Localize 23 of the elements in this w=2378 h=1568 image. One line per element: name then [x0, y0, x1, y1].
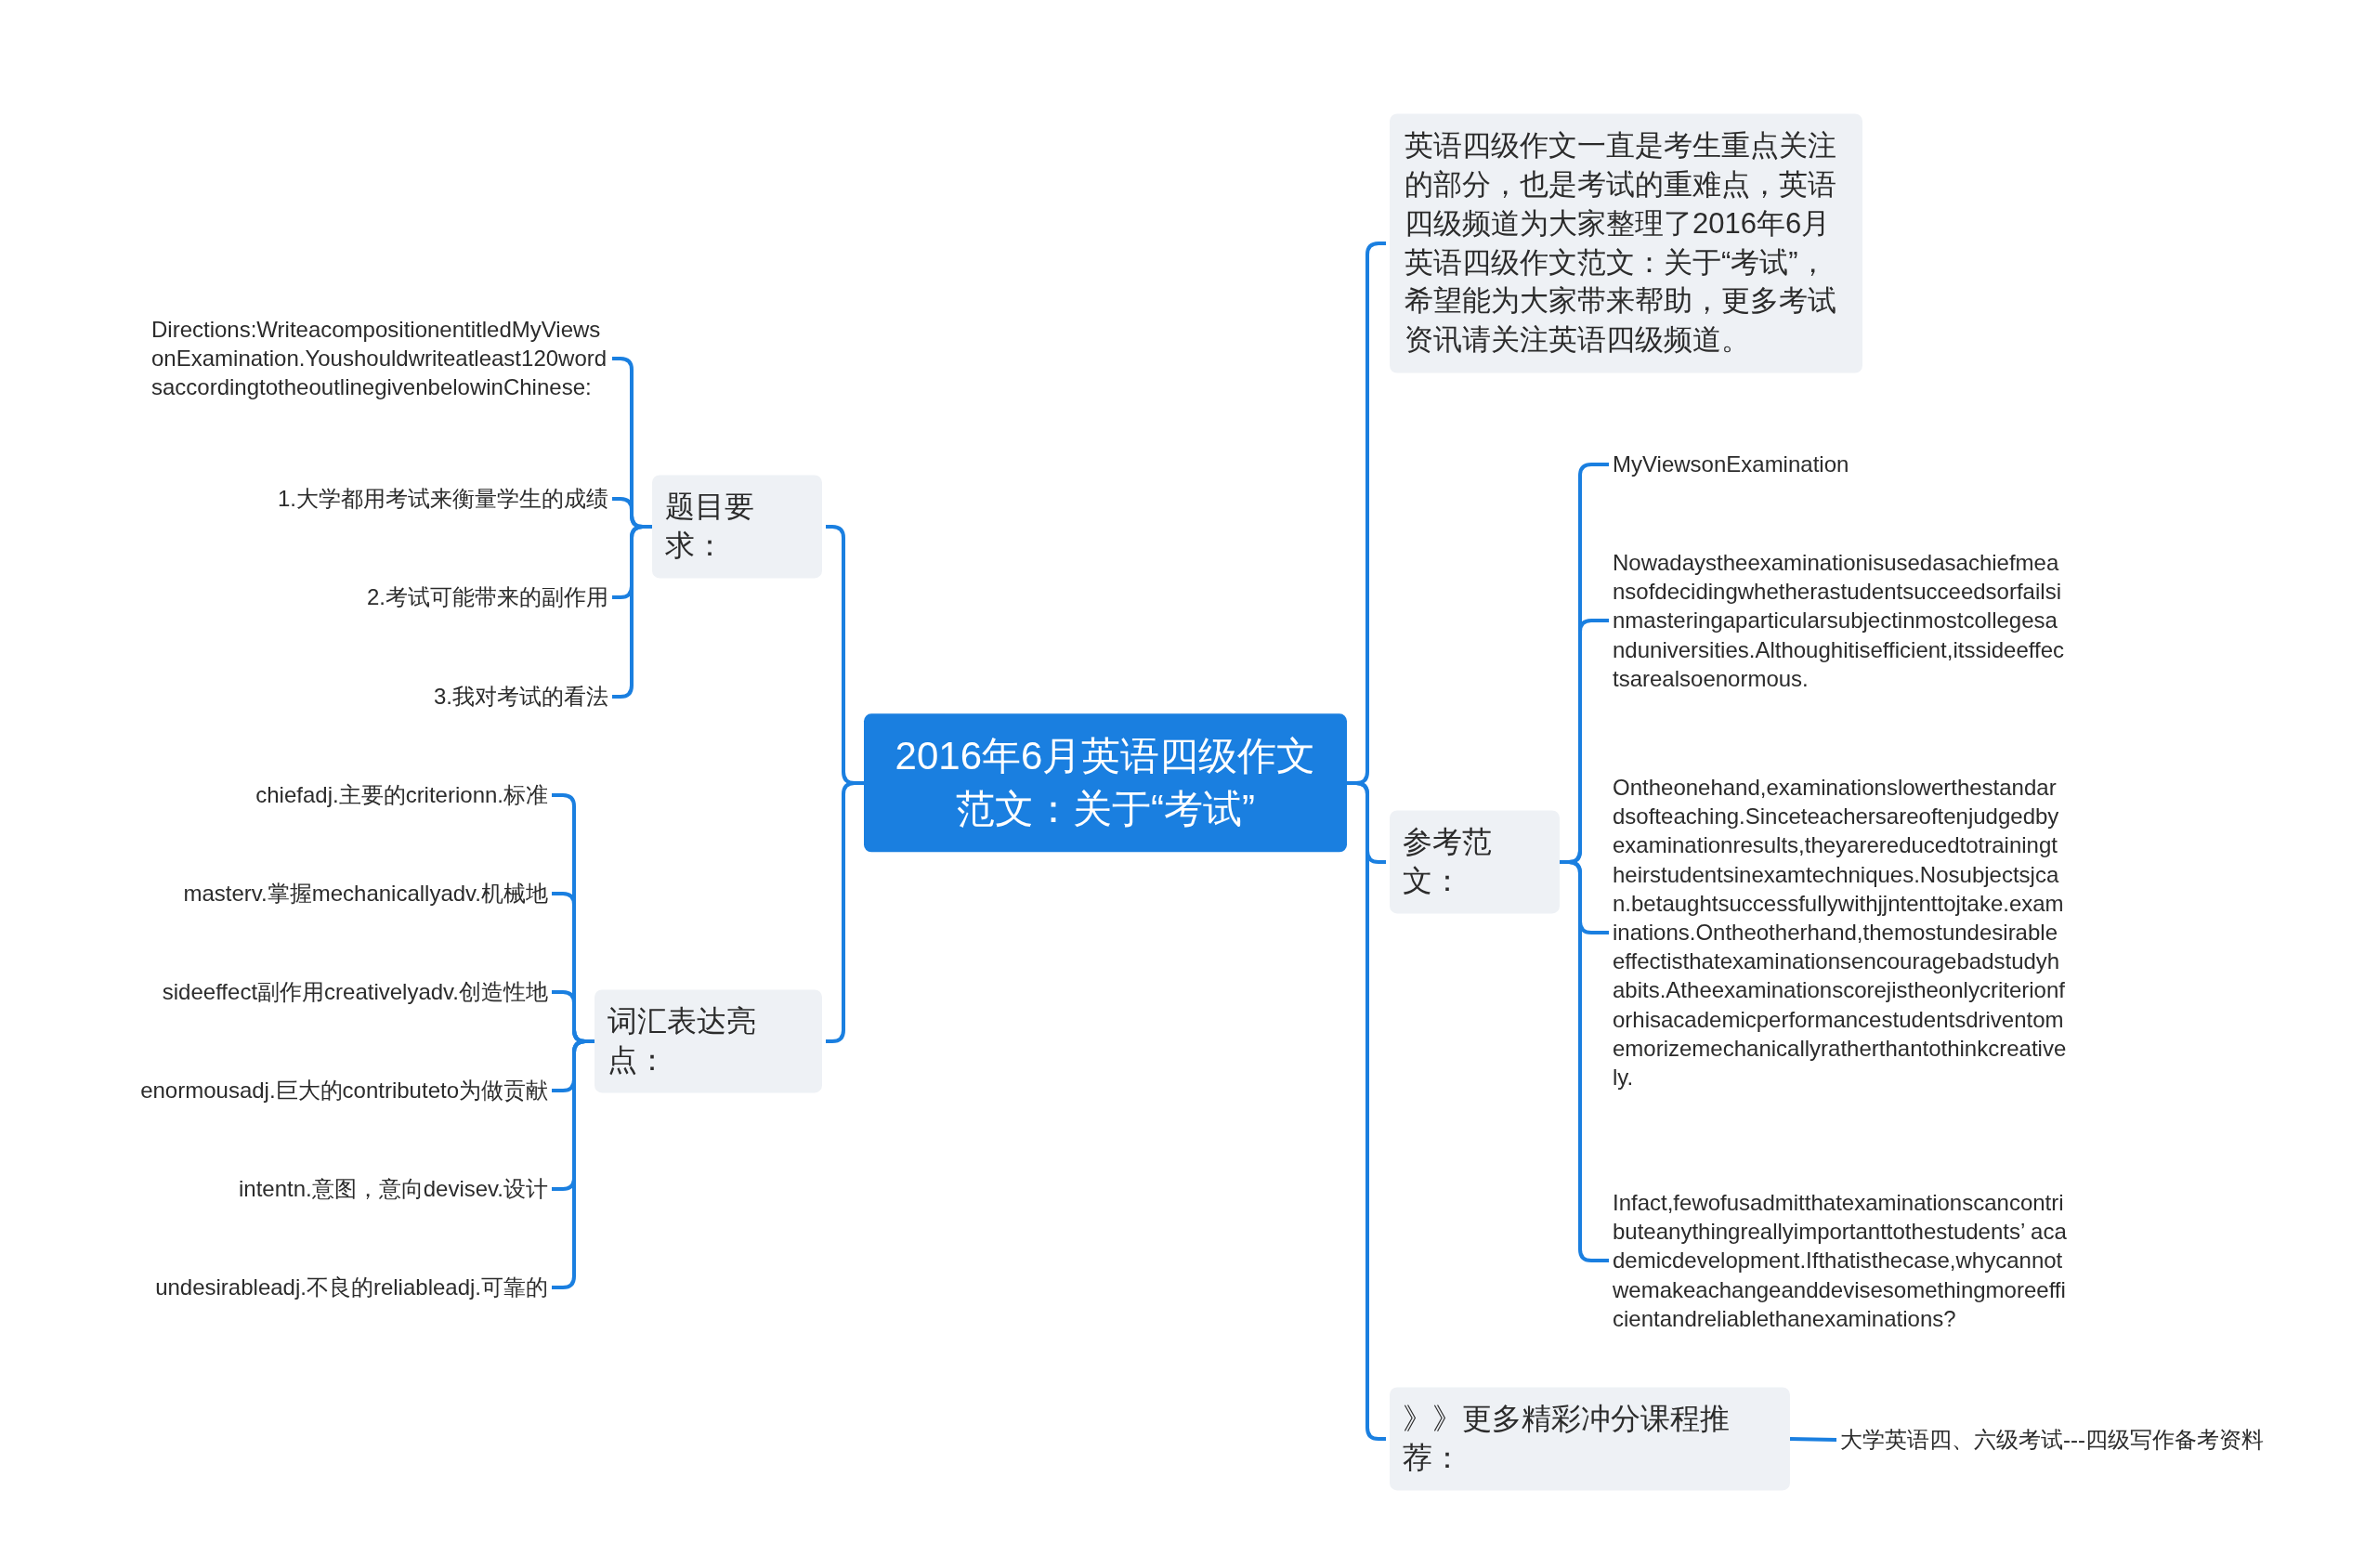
vocabulary-text: chiefadj.主要的criterionn.标准	[255, 780, 548, 810]
vocabulary-text: enormousadj.巨大的contributeto为做贡献	[140, 1076, 548, 1105]
branch-box: 参考范文：	[1390, 810, 1560, 914]
branch-box: 题目要求：	[652, 475, 822, 579]
intro-box: 英语四级作文一直是考生重点关注的部分，也是考试的重难点，英语四级频道为大家整理了2016年6月英语四级作文范文：关于“考试”，希望能为大家带来帮助，更多考试资讯请关注英语四级频道。	[1390, 113, 1862, 373]
vocabulary-text: undesirableadj.不良的reliableadj.可靠的	[155, 1273, 548, 1302]
essay-paragraph: Infact,fewofusadmitthatexaminationscancontributeanythingreallyimportanttothestudents’ academicdevelopment.Ifthatisthecase,whycannotwemakeachangeanddevisesomethingmoreefficientandreliablethanexaminations?	[1613, 1188, 2068, 1333]
vocabulary-text: intentn.意图，意向devisev.设计	[239, 1174, 548, 1204]
connector-line	[1789, 1437, 1837, 1442]
vocabulary-text: masterv.掌握mechanicallyadv.机械地	[183, 879, 548, 908]
essay-paragraph: Ontheonehand,examinationslowerthestandardsofteaching.Sinceteachersareoftenjudgedbyexaminationresults,theyarereducedtotrainingtheirstudentsinexamtechniques.Nosubjectsjcan.betaughtsuccessfullywithjjntenttojtake.examinations.Ontheotherhand,themostundesirableeffectisthatexaminationsencouragebadstudyhabits.Atheexaminationscorejistheonlycriterionforhisacademicperformancestudentsdriventomemorizemechanicallyratherthantothinkcreatively.	[1613, 773, 2068, 1092]
connector-line	[826, 781, 864, 1043]
outline-text: 2.考试可能带来的副作用	[367, 582, 608, 612]
branch-box: 词汇表达亮点：	[594, 989, 822, 1093]
essay-title-text: MyViewsonExamination	[1613, 450, 2068, 479]
essay-paragraph: Nowadaystheexaminationisusedasachiefmeansofdecidingwhetherastudentsucceedsorfailsinmasteringaparticularsubjectinmostcollegesanduniversities.Althoughitisefficient,itssideeffectsarealsoenormous.	[1613, 548, 2068, 693]
central-topic-box: 2016年6月英语四级作文范文：关于“考试”	[864, 713, 1347, 853]
course-link-text: 大学英语四、六级考试---四级写作备考资料	[1840, 1425, 2360, 1455]
outline-text: 3.我对考试的看法	[434, 682, 608, 712]
outline-text: 1.大学都用考试来衡量学生的成绩	[278, 484, 608, 514]
vocabulary-text: sideeffect副作用creativelyadv.创造性地	[162, 977, 548, 1007]
branch-box: 》》更多精彩冲分课程推荐：	[1390, 1387, 1790, 1491]
directions-text: Directions:WriteacompositionentitledMyViewsonExamination.Youshouldwriteatleast120wordsaccordingtotheoutlinegivenbelowinChinese:	[151, 315, 608, 402]
